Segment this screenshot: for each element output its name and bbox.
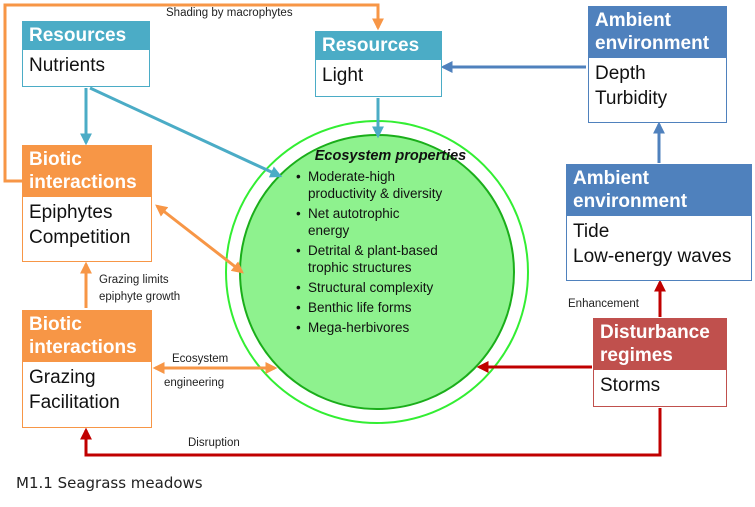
box-header: Resources	[316, 31, 441, 60]
bullet-line: trophic structures	[308, 260, 412, 275]
epiphytes-ecosystem-arrow	[155, 204, 244, 274]
box-title-line: Biotic	[29, 314, 82, 335]
box-header: Disturbance regimes	[594, 318, 726, 370]
box-item: Storms	[600, 375, 661, 396]
box-title-line: interactions	[29, 172, 137, 193]
box-title-line: Disturbance	[600, 322, 710, 343]
box-item: Nutrients	[29, 55, 106, 76]
grazing-limits-label: Grazing limits epiphyte growth	[99, 272, 180, 306]
box-item: Epiphytes	[29, 202, 113, 223]
box-title-line: regimes	[600, 345, 673, 366]
ambient-tide-box: Ambient environment Tide Low-energy wave…	[566, 164, 752, 281]
box-title-line: Ambient	[573, 168, 649, 189]
nutrients-to-ecosystem-arrow	[89, 86, 283, 178]
bullet-line: productivity & diversity	[308, 186, 443, 201]
ecosystem-bullet: Moderate-high productivity & diversity	[296, 168, 490, 202]
ecosystem-engineering-label: Ecosystem engineering	[164, 347, 228, 395]
box-title-line: Biotic	[29, 149, 82, 170]
enhancement-label: Enhancement	[568, 298, 639, 310]
box-item: Light	[322, 65, 364, 86]
label-line: Grazing limits	[99, 274, 169, 286]
box-item: Tide	[573, 221, 610, 242]
ecosystem-bullet-list: Moderate-high productivity & diversity N…	[261, 168, 490, 336]
box-title-line: environment	[595, 33, 710, 54]
disturbance-box: Disturbance regimes Storms	[593, 318, 727, 407]
ecosystem-properties: Ecosystem properties Moderate-high produ…	[261, 148, 490, 364]
box-header: Resources	[23, 21, 149, 50]
box-item: Turbidity	[595, 88, 668, 109]
box-title-line: interactions	[29, 337, 137, 358]
ecosystem-bullet: Benthic life forms	[296, 299, 490, 316]
box-item: Grazing	[29, 367, 96, 388]
disruption-label: Disruption	[188, 437, 240, 449]
label-line: engineering	[164, 377, 225, 389]
box-item: Facilitation	[29, 392, 120, 413]
label-line: Ecosystem	[172, 353, 229, 365]
box-header: Ambient environment	[567, 164, 751, 216]
biotic-grazing-box: Biotic interactions Grazing Facilitation	[22, 310, 152, 428]
ambient-depth-box: Ambient environment Depth Turbidity	[588, 6, 727, 123]
box-title: Resources	[322, 35, 420, 56]
label-line: epiphyte growth	[99, 291, 181, 303]
shading-label: Shading by macrophytes	[166, 7, 293, 19]
figure-caption: M1.1 Seagrass meadows	[16, 474, 203, 492]
box-header: Biotic interactions	[23, 310, 151, 362]
disruption-arrow	[80, 408, 662, 457]
box-item: Competition	[29, 227, 131, 248]
box-title-line: environment	[573, 191, 688, 212]
bullet-line: Net autotrophic	[308, 206, 400, 221]
bullet-line: Structural complexity	[308, 280, 434, 295]
ecosystem-bullet: Structural complexity	[296, 279, 490, 296]
ecosystem-bullet: Net autotrophic energy	[296, 205, 490, 239]
shading-arrow	[3, 3, 384, 183]
resources-light-box: Resources Light	[315, 31, 442, 97]
ecosystem-bullet: Mega-herbivores	[296, 319, 490, 336]
box-header: Ambient environment	[589, 6, 726, 58]
bullet-line: energy	[308, 223, 350, 238]
bullet-line: Detrital & plant-based	[308, 243, 438, 258]
resources-nutrients-box: Resources Nutrients	[22, 21, 150, 87]
box-item: Low-energy waves	[573, 246, 732, 267]
box-title: Resources	[29, 25, 127, 46]
bullet-line: Moderate-high	[308, 169, 396, 184]
ecosystem-bullet: Detrital & plant-based trophic structure…	[296, 242, 490, 276]
bullet-line: Benthic life forms	[308, 300, 412, 315]
biotic-epiphytes-box: Biotic interactions Epiphytes Competitio…	[22, 145, 152, 262]
box-title-line: Ambient	[595, 10, 671, 31]
ecosystem-title: Ecosystem properties	[314, 148, 467, 164]
bullet-line: Mega-herbivores	[308, 320, 410, 335]
box-header: Biotic interactions	[23, 145, 151, 197]
box-item: Depth	[595, 63, 646, 84]
